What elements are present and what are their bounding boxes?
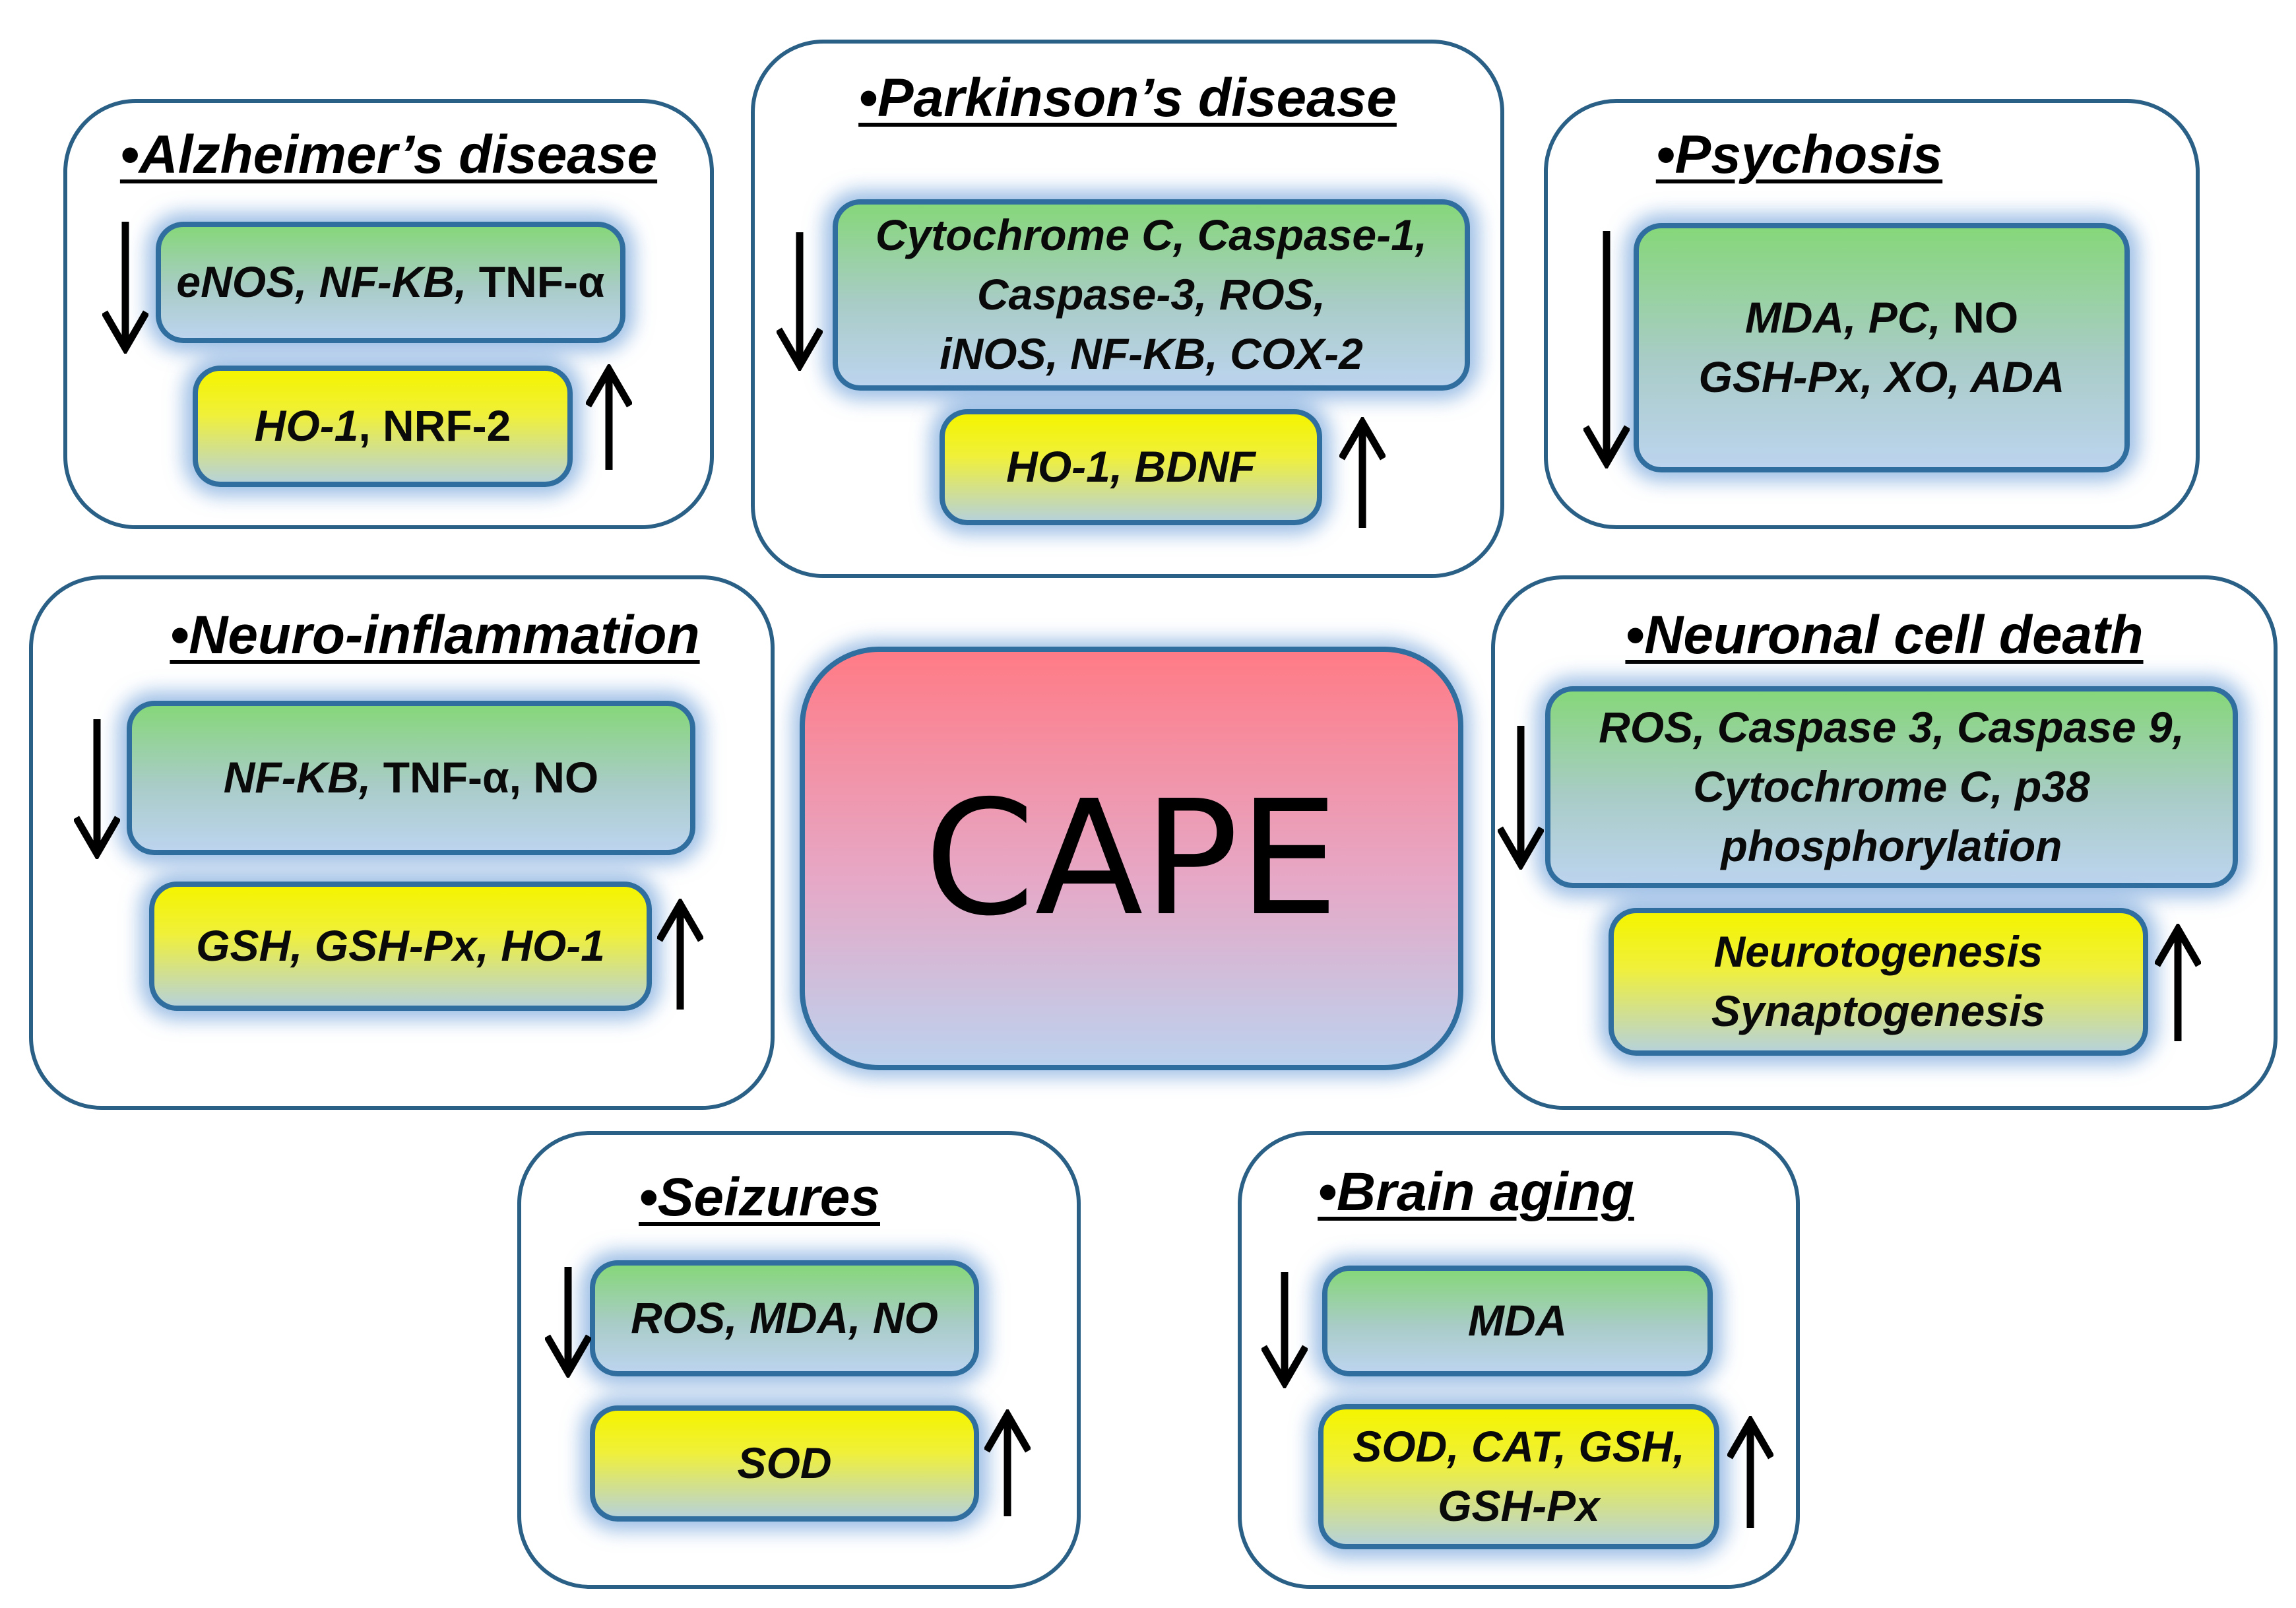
down-arrow-icon	[777, 232, 823, 371]
down-arrow-icon	[1498, 726, 1544, 870]
box-line: Synaptogenesis	[1711, 986, 2046, 1035]
panel-title: •Alzheimer’s disease	[119, 125, 658, 185]
line-part-italic: eNOS, NF-KB,	[176, 257, 479, 307]
seizures-decreased-box: ROS, MDA, NO	[590, 1260, 979, 1376]
box-line: Neurotogenesis	[1713, 927, 2043, 977]
box-line: SOD	[737, 1438, 832, 1488]
up-arrow-icon	[586, 364, 632, 470]
up-arrow-icon	[657, 899, 703, 1010]
box-line: NF-KB, TNF-α, NO	[224, 748, 599, 808]
box-line: ROS, Caspase 3, Caspase 9,	[1599, 703, 2184, 752]
neuroinflammation-increased-box: GSH, GSH-Px, HO-1	[149, 882, 652, 1011]
box-line: GSH-Px	[1438, 1481, 1600, 1530]
cape-label: CAPE	[924, 766, 1339, 951]
up-arrow-icon	[984, 1409, 1031, 1516]
box-line: GSH-Px, XO, ADA	[1698, 352, 2065, 401]
panel-title: •Neuro-inflammation	[170, 605, 700, 665]
box-line: MDA, PC, NO	[1745, 288, 2018, 348]
up-arrow-icon	[2155, 924, 2201, 1041]
line-part-italic: HO-1	[254, 401, 359, 451]
panel-title: •Psychosis	[1655, 125, 1943, 185]
line-part: TNF-α, NO	[383, 753, 599, 802]
box-line: Caspase-3, ROS,	[976, 270, 1326, 319]
down-arrow-icon	[1583, 231, 1630, 468]
seizures-increased-box: SOD	[590, 1405, 979, 1522]
down-arrow-icon	[1261, 1272, 1308, 1388]
up-arrow-icon	[1339, 417, 1386, 528]
neuronal-cell-death-decreased-box: ROS, Caspase 3, Caspase 9, Cytochrome C, …	[1545, 686, 2238, 888]
alzheimers-increased-box: HO-1, NRF-2	[193, 366, 573, 487]
box-line: SOD, CAT, GSH,	[1353, 1422, 1685, 1471]
box-line: phosphorylation	[1721, 821, 2062, 870]
box-line: iNOS, NF-KB, COX-2	[940, 329, 1363, 378]
down-arrow-icon	[74, 719, 120, 859]
panel-title: •Seizures	[639, 1167, 880, 1227]
box-line: HO-1, BDNF	[1006, 442, 1256, 492]
line-part: TNF-α	[478, 257, 605, 307]
box-line: Cytochrome C, Caspase-1,	[875, 210, 1428, 260]
line-part-italic: NF-KB,	[223, 753, 383, 802]
up-arrow-icon	[1727, 1416, 1773, 1528]
box-line: HO-1, NRF-2	[255, 397, 511, 456]
box-line: eNOS, NF-KB, TNF-α	[176, 253, 604, 312]
line-part: , NRF-2	[358, 401, 511, 451]
panel-title: •Neuronal cell death	[1625, 605, 2144, 665]
neuroinflammation-decreased-box: NF-KB, TNF-α, NO	[127, 701, 695, 855]
down-arrow-icon	[102, 222, 148, 354]
panel-title: •Brain aging	[1318, 1162, 1634, 1222]
box-line: GSH, GSH-Px, HO-1	[196, 921, 605, 971]
panel-title: •Parkinson’s disease	[858, 68, 1397, 128]
line-part: NO	[1953, 293, 2019, 342]
box-line: MDA	[1467, 1296, 1568, 1345]
down-arrow-icon	[545, 1267, 591, 1378]
alzheimers-decreased-box: eNOS, NF-KB, TNF-α	[156, 222, 625, 343]
box-line: ROS, MDA, NO	[631, 1293, 938, 1343]
parkinsons-decreased-box: Cytochrome C, Caspase-1, Caspase-3, ROS, i…	[833, 199, 1470, 391]
cape-center-box: CAPE	[800, 647, 1463, 1070]
parkinsons-increased-box: HO-1, BDNF	[940, 409, 1322, 525]
box-line: Cytochrome C, p38	[1693, 762, 2090, 812]
line-part-italic: MDA, PC,	[1744, 293, 1954, 342]
brain-aging-increased-box: SOD, CAT, GSH, GSH-Px	[1318, 1404, 1719, 1549]
brain-aging-decreased-box: MDA	[1322, 1266, 1713, 1376]
